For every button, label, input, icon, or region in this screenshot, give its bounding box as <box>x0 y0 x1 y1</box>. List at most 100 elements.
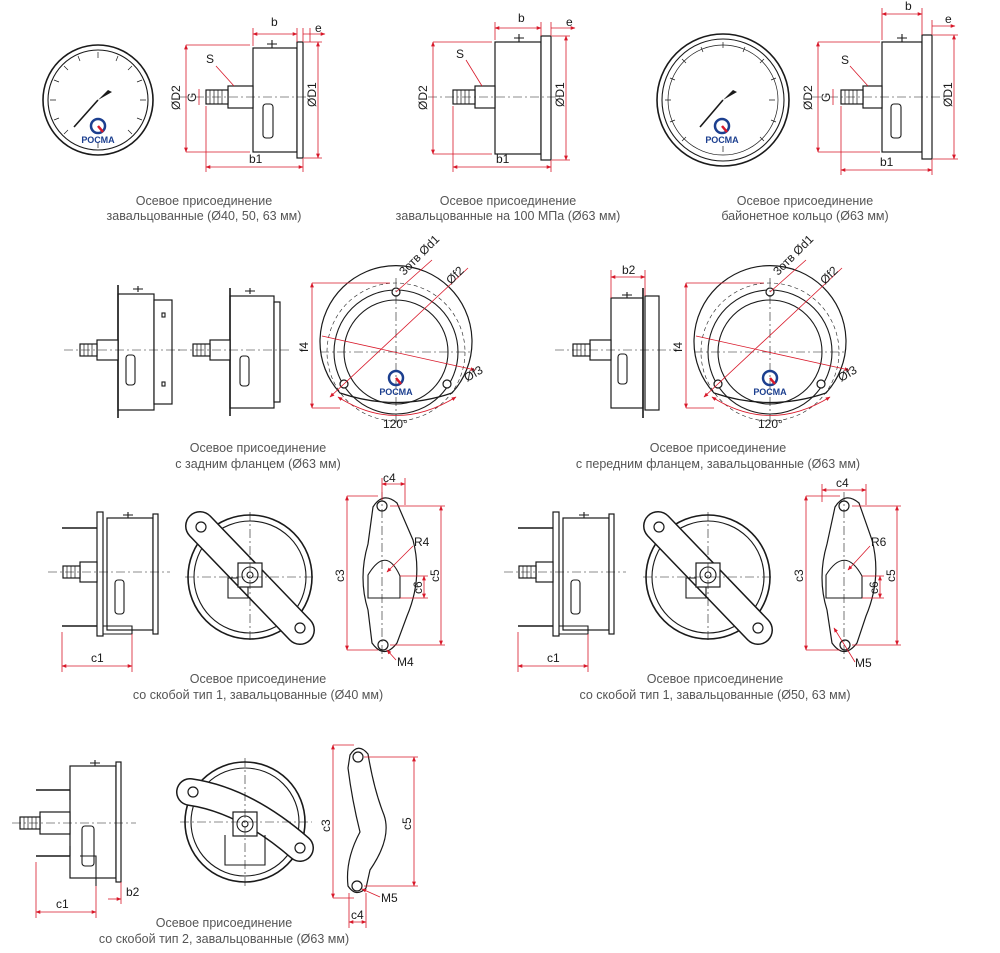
fig3-logo-text: РОСМА <box>705 135 739 145</box>
fig7-dim-c1: c1 <box>547 651 560 665</box>
fig5-dim-angle: 120° <box>758 417 783 431</box>
fig8-dim-c5: c5 <box>400 817 414 830</box>
fig7-side-view <box>504 511 626 637</box>
fig6-dim-c1: c1 <box>91 651 104 665</box>
fig2-dimensions: b e ØD2 S ØD1 b1 <box>416 11 576 172</box>
fig6-dim-c4: c4 <box>383 471 396 485</box>
svg-text:Осевое присоединение: Осевое присоединение <box>156 916 293 930</box>
fig7-front-view <box>643 511 774 645</box>
svg-text:Осевое присоединение: Осевое присоединение <box>136 194 273 208</box>
svg-text:со скобой тип 1, завальцованны: со скобой тип 1, завальцованные (Ø40 мм) <box>133 688 383 702</box>
fig5-dim-f2: Øf2 <box>817 263 841 287</box>
svg-text:Осевое присоединение: Осевое присоединение <box>190 441 327 455</box>
fig6-dim-c6: c6 <box>411 581 425 594</box>
fig5-caption: Осевое присоединение с передним фланцем,… <box>576 441 860 471</box>
fig2-dim-d2: ØD2 <box>416 85 430 110</box>
fig8-dim-m5: M5 <box>381 891 398 905</box>
fig4-dim-f4: f4 <box>297 342 311 352</box>
fig8-dim-c3: c3 <box>319 819 333 832</box>
fig6-bracket-slot <box>367 559 401 599</box>
fig7-dim-c3: c3 <box>792 569 806 582</box>
fig6-caption: Осевое присоединение со скобой тип 1, за… <box>133 672 383 702</box>
fig8-bracket-view <box>346 747 387 894</box>
fig7-bracket-hole-icon <box>653 521 665 533</box>
fig7-bracket-view <box>821 492 877 660</box>
fig7-dimensions: c1 c3 c4 c5 c6 R6 M5 <box>517 476 901 672</box>
fig7-bracket-slot <box>825 559 863 599</box>
fig1-dim-b1: b1 <box>249 152 263 166</box>
fig7-caption: Осевое присоединение со скобой тип 1, за… <box>579 672 850 702</box>
fig3-dim-s: S <box>841 53 849 67</box>
fig5-logo-text: РОСМА <box>753 387 787 397</box>
fig5-side-view <box>555 288 672 418</box>
fig2-dim-d1: ØD1 <box>553 82 567 107</box>
fig6-dim-r4: R4 <box>414 535 430 549</box>
fig6-dimensions: c1 c3 c4 c5 c6 R4 M4 <box>61 471 445 672</box>
fig6-bracket-view <box>362 492 418 660</box>
svg-text:с передним фланцем, завальцова: с передним фланцем, завальцованные (Ø63 … <box>576 457 860 471</box>
fig1-dial-ticks <box>50 52 146 148</box>
fig3-dial-ticks <box>665 42 777 152</box>
fig4-bolt-hole-icon <box>442 379 452 389</box>
fig6-dim-m4: M4 <box>397 655 414 669</box>
fig6-dim-c3: c3 <box>333 569 347 582</box>
svg-text:со скобой тип 2, завальцованны: со скобой тип 2, завальцованные (Ø63 мм) <box>99 932 349 946</box>
fig7-bracket-hole-icon <box>839 639 851 651</box>
fig1-dimensions: b e ØD2 G S ØD1 b1 <box>169 15 326 172</box>
svg-text:Осевое присоединение: Осевое присоединение <box>737 194 874 208</box>
fig8-caption: Осевое присоединение со скобой тип 2, за… <box>99 916 349 946</box>
fig3-pointer-icon <box>699 99 724 128</box>
fig4-dim-f2: Øf2 <box>443 263 467 287</box>
fig3-pointer-tip-icon <box>723 90 737 100</box>
fig4-side-view-a <box>64 285 180 418</box>
svg-text:Осевое присоединение: Осевое присоединение <box>650 441 787 455</box>
fig6-front-view <box>185 511 316 645</box>
fig4-caption: Осевое присоединение с задним фланцем (Ø… <box>175 441 340 471</box>
fig8-side-view <box>12 760 136 886</box>
fig4-logo-icon: РОСМА <box>379 369 413 397</box>
fig1-caption: Осевое присоединение завальцованные (Ø40… <box>107 194 302 223</box>
fig8-bracket-hole-icon <box>187 786 199 798</box>
fig1-dim-e: e <box>315 21 322 35</box>
fig3-caption: Осевое присоединение байонетное кольцо (… <box>721 194 888 223</box>
fig1-logo-icon: РОСМА <box>81 117 115 145</box>
fig3-dim-d1: ØD1 <box>941 82 955 107</box>
fig8-dimensions: c1 b2 c3 c5 c4 M5 <box>35 744 418 928</box>
svg-text:с задним фланцем (Ø63 мм): с задним фланцем (Ø63 мм) <box>175 457 340 471</box>
fig8-bracket-hole-icon <box>294 842 306 854</box>
fig7-dim-r6: R6 <box>871 535 887 549</box>
fig5-logo-icon: РОСМА <box>753 369 787 397</box>
fig5-dim-f4: f4 <box>671 342 685 352</box>
fig2-side-view <box>428 34 560 161</box>
fig5-dim-b2: b2 <box>622 263 636 277</box>
svg-text:со скобой тип 1, завальцованны: со скобой тип 1, завальцованные (Ø50, 63… <box>579 688 850 702</box>
fig2-dim-b1: b1 <box>496 152 510 166</box>
fig1-dim-s: S <box>206 52 214 66</box>
fig1-dim-b: b <box>271 15 278 29</box>
svg-text:Осевое присоединение: Осевое присоединение <box>440 194 577 208</box>
fig2-dim-b: b <box>518 11 525 25</box>
fig6-bracket-hole-icon <box>294 622 306 634</box>
fig3-dimensions: b e ØD2 G S ØD1 b1 <box>801 0 958 175</box>
fig3-window <box>890 103 902 139</box>
fig7-dim-m5: M5 <box>855 656 872 670</box>
fig2-dim-s: S <box>456 47 464 61</box>
svg-text:байонетное кольцо (Ø63 мм): байонетное кольцо (Ø63 мм) <box>721 209 888 223</box>
fig3-side-view <box>812 34 945 160</box>
fig5-bolt-hole-icon <box>816 379 826 389</box>
fig3-dim-b1: b1 <box>880 155 894 169</box>
fig1-front-view: РОСМА <box>42 44 154 156</box>
fig3-front-view: РОСМА <box>656 33 790 167</box>
fig7-dim-c5: c5 <box>884 569 898 582</box>
fig1-pointer-tip-icon <box>98 90 112 100</box>
fig4-side-view-b <box>178 288 292 416</box>
fig1-logo-text: РОСМА <box>81 135 115 145</box>
fig8-dim-b2: b2 <box>126 885 140 899</box>
fig7-dim-c6: c6 <box>867 581 881 594</box>
fig4-dim-angle: 120° <box>383 417 408 431</box>
fig1-dim-d2: ØD2 <box>169 85 183 110</box>
fig8-dim-c4: c4 <box>351 908 364 922</box>
fig1-side-view <box>178 40 310 159</box>
fig8-front-view <box>176 758 314 888</box>
